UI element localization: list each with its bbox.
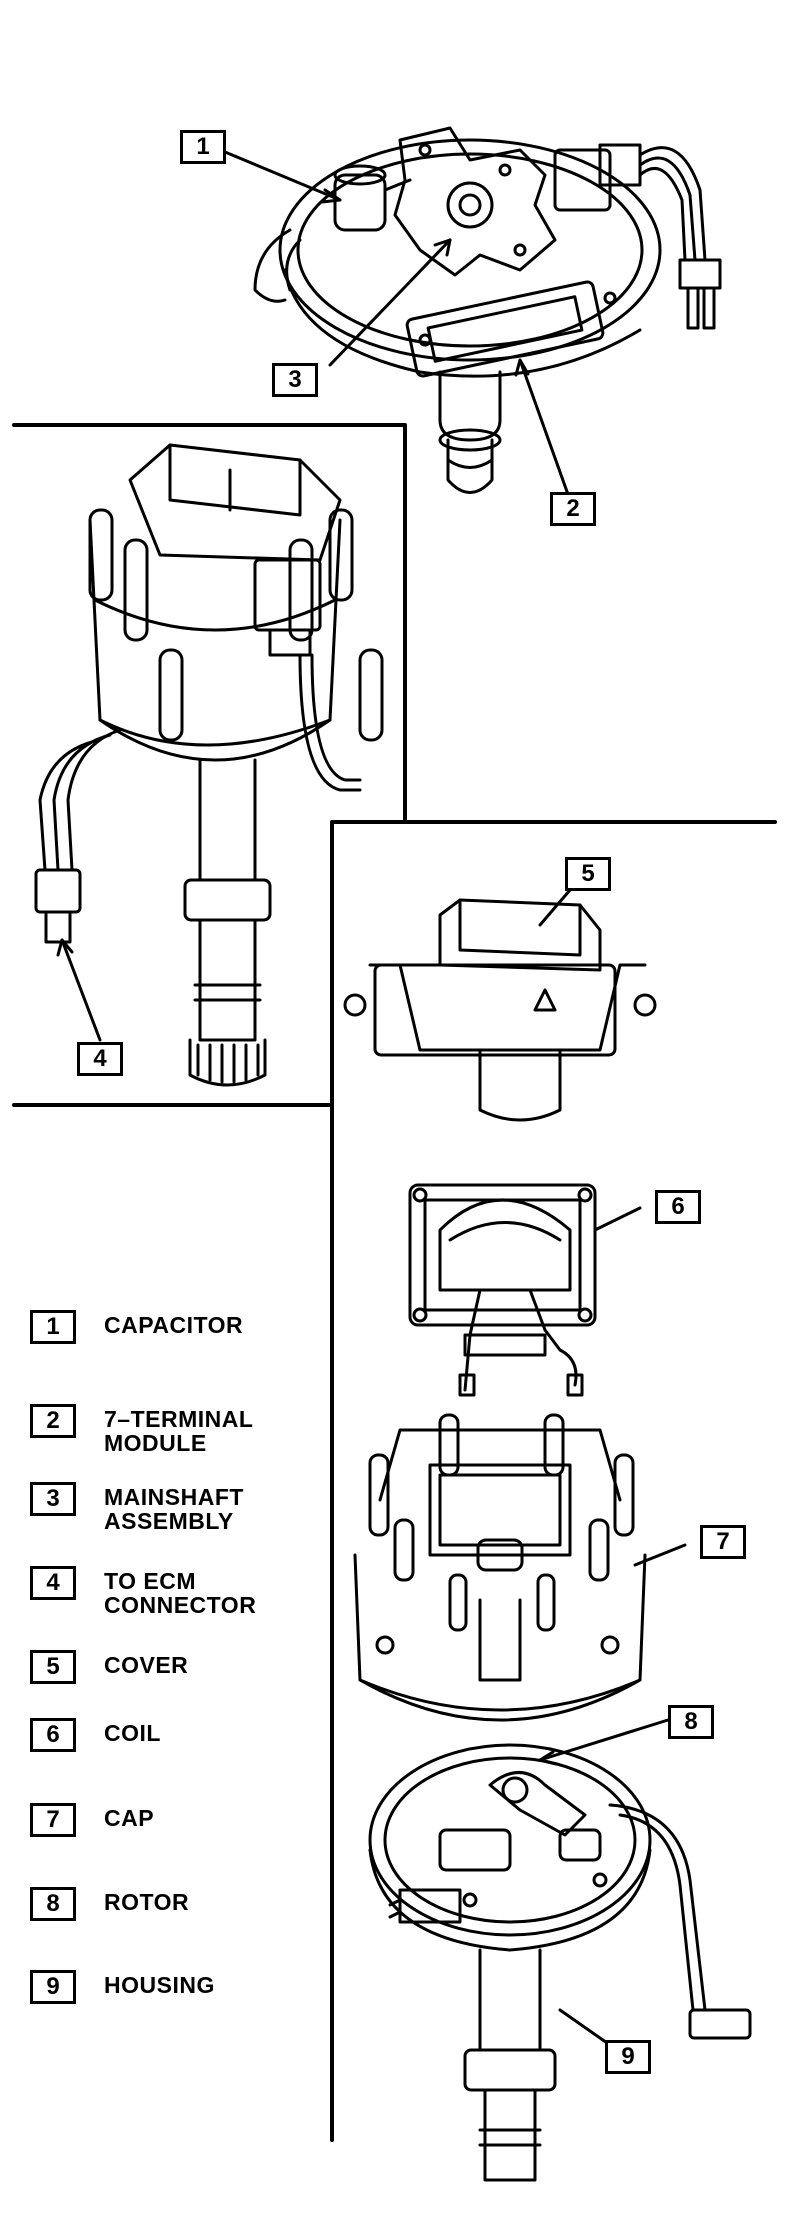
legend-label: ROTOR — [104, 1889, 190, 1915]
legend-item: 3 MAINSHAFT ASSEMBLY — [30, 1482, 244, 1533]
coil-drawing — [408, 1183, 597, 1397]
callout-2: 2 — [550, 492, 596, 526]
leader-lines — [56, 150, 687, 2047]
legend-item: 9 HOUSING — [30, 1970, 215, 2004]
cap-drawing — [353, 1413, 647, 1722]
legend-number: 5 — [30, 1650, 76, 1684]
callout-3: 3 — [272, 363, 318, 397]
callout-6: 6 — [655, 1190, 701, 1224]
callout-4: 4 — [77, 1042, 123, 1076]
legend-number: 1 — [30, 1310, 76, 1344]
frame-lines — [12, 423, 777, 2142]
legend-item: 2 7–TERMINAL MODULE — [30, 1404, 253, 1455]
legend-label: CAP — [104, 1805, 155, 1831]
legend-number: 3 — [30, 1482, 76, 1516]
legend-label: COVER — [104, 1652, 189, 1678]
legend-item: 5 COVER — [30, 1650, 188, 1684]
callout-9: 9 — [605, 2040, 651, 2074]
legend-number: 6 — [30, 1718, 76, 1752]
legend-item: 7 CAP — [30, 1803, 154, 1837]
legend-number: 9 — [30, 1970, 76, 2004]
legend-label: COIL — [104, 1720, 161, 1746]
legend-label: CAPACITOR — [104, 1312, 244, 1338]
legend-item: 6 COIL — [30, 1718, 161, 1752]
legend-number: 2 — [30, 1404, 76, 1438]
callout-8: 8 — [668, 1705, 714, 1739]
callout-1: 1 — [180, 130, 226, 164]
housing-drawing — [368, 1743, 752, 2182]
callout-7: 7 — [700, 1525, 746, 1559]
cover-drawing — [343, 898, 657, 1122]
legend-item: 4 TO ECM CONNECTOR — [30, 1566, 256, 1617]
legend-item: 8 ROTOR — [30, 1887, 189, 1921]
module-mainshaft-assembly-drawing — [253, 126, 722, 494]
legend-number: 8 — [30, 1887, 76, 1921]
legend-label: 7–TERMINAL MODULE — [104, 1406, 254, 1456]
legend-label: MAINSHAFT ASSEMBLY — [104, 1484, 244, 1534]
assembled-distributor-drawing — [34, 443, 384, 1087]
legend-label: HOUSING — [104, 1972, 215, 1998]
legend-number: 4 — [30, 1566, 76, 1600]
legend-label: TO ECM CONNECTOR — [104, 1568, 257, 1618]
legend-number: 7 — [30, 1803, 76, 1837]
legend-item: 1 CAPACITOR — [30, 1310, 243, 1344]
callout-5: 5 — [565, 857, 611, 891]
